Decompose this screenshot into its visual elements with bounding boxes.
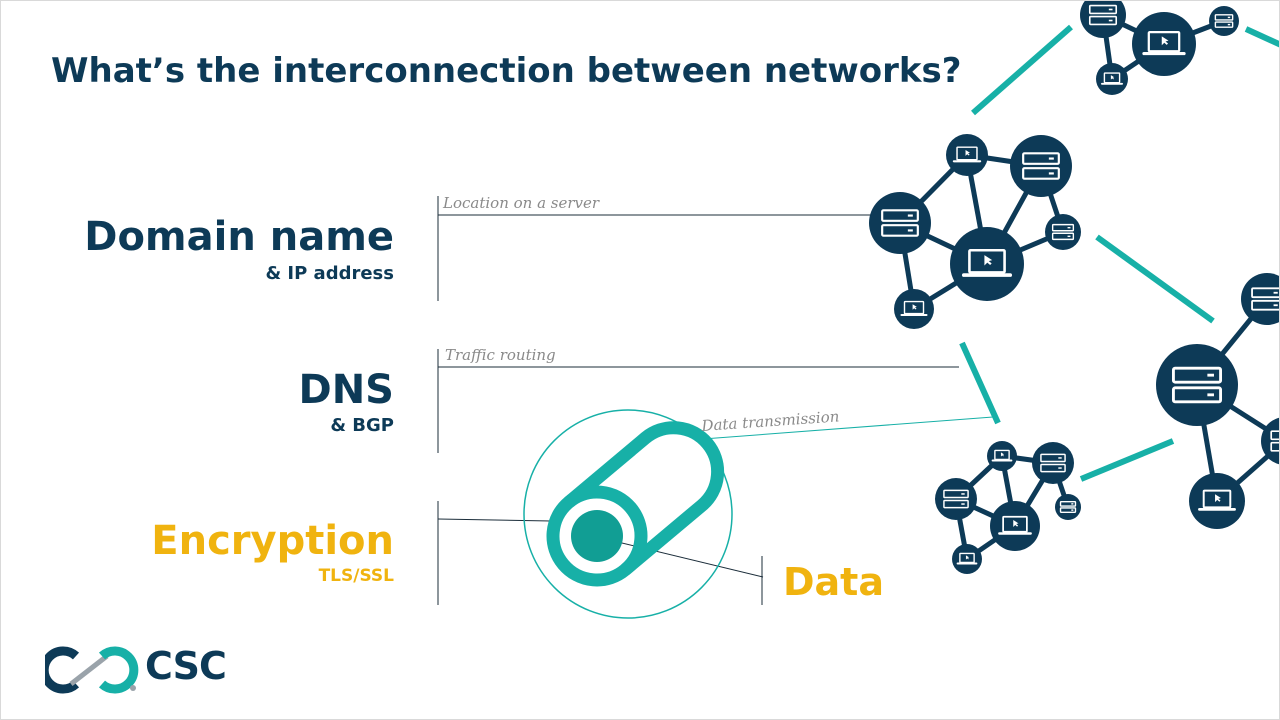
leader-lines <box>437 196 994 605</box>
laptop-icon <box>894 289 934 329</box>
layer-encryption: Encryption <box>151 518 394 564</box>
laptop-icon <box>946 134 988 176</box>
server-icon <box>1241 273 1279 325</box>
server-icon <box>935 478 977 520</box>
logo-text: CSC <box>145 644 227 688</box>
laptop-icon <box>950 227 1024 301</box>
laptop-icon <box>1096 63 1128 95</box>
network-nodes <box>869 1 1279 574</box>
server-icon <box>1055 494 1081 520</box>
server-icon <box>1010 135 1072 197</box>
server-icon <box>869 192 931 254</box>
network-links <box>959 24 1279 482</box>
laptop-icon <box>952 544 982 574</box>
network-link <box>1244 26 1279 48</box>
server-icon <box>1261 417 1279 465</box>
server-icon <box>1032 442 1074 484</box>
leader-line <box>596 536 764 578</box>
server-icon <box>1045 214 1081 250</box>
laptop-icon <box>987 441 1017 471</box>
laptop-icon <box>1132 12 1196 76</box>
server-icon <box>1209 6 1239 36</box>
tunnel-cylinder <box>546 421 725 587</box>
transmission-line <box>702 416 994 440</box>
network-link <box>959 341 1001 425</box>
tunnel-ring <box>523 409 733 619</box>
network-link <box>1079 438 1175 482</box>
page-title: What’s the interconnection between netwo… <box>51 51 962 91</box>
annotation-traffic: Traffic routing <box>445 346 556 364</box>
csc-logo-icon <box>45 646 139 694</box>
server-icon <box>1080 1 1126 38</box>
network-link <box>1095 234 1215 324</box>
layer-domain-name: Domain name <box>84 214 394 260</box>
layer-dns: DNS <box>298 367 395 413</box>
layer-domain-name-sub: & IP address <box>265 263 394 284</box>
data-tunnel-icon <box>523 409 733 619</box>
layer-encryption-sub: TLS/SSL <box>318 566 394 586</box>
leader-line <box>437 518 552 522</box>
data-core <box>571 510 623 562</box>
server-icon <box>1156 344 1238 426</box>
laptop-icon <box>1189 473 1245 529</box>
laptop-icon <box>990 501 1040 551</box>
annotation-location: Location on a server <box>443 194 600 212</box>
network-link <box>971 24 1073 116</box>
data-label: Data <box>783 560 884 604</box>
layer-dns-sub: & BGP <box>330 415 394 436</box>
